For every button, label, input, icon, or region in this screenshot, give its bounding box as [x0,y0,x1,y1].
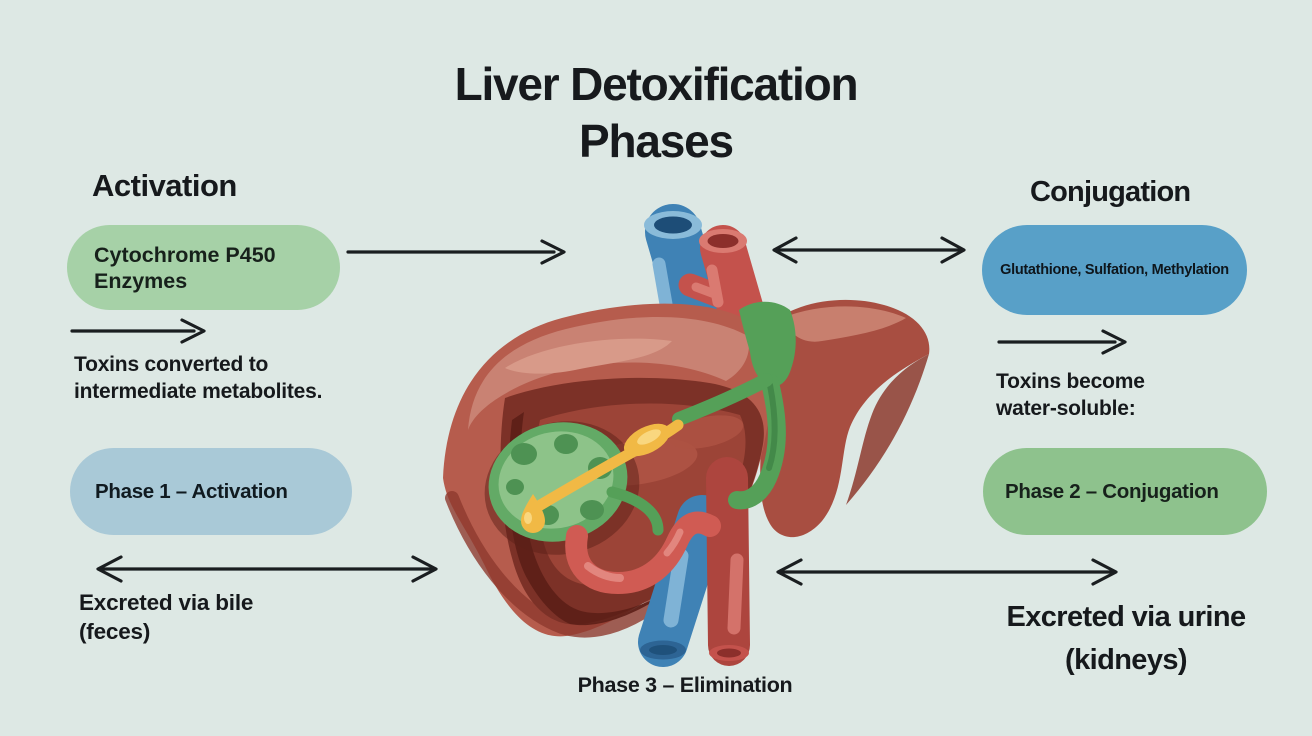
note-process-right-line2: water-soluble: [996,397,1136,420]
page-title-line1: Liver Detoxification [454,58,859,110]
arrow-double-top-right-icon [772,236,966,264]
artery-bottom-icon [706,457,750,666]
note-excretion-left: Excreted via bile (feces) [79,588,253,646]
note-excretion-right-line2: (kidneys) [1065,644,1188,676]
cystic-duct-icon [606,486,664,536]
note-process-right: Toxins become water-soluble: [996,368,1145,422]
note-excretion-right: Excreted via urine (kidneys) [960,596,1292,682]
phase1-pill: Phase 1 – Activation [70,448,352,535]
liver-illustration [443,204,930,667]
note-process-left: Toxins converted to intermediate metabol… [74,351,322,405]
note-excretion-right-line1: Excreted via urine [1006,601,1246,633]
phase3-label: Phase 3 – Elimination [577,673,793,697]
note-process-right-line1: Toxins become [996,370,1145,393]
note-process-left-line2: intermediate metabolites. [74,380,323,403]
arrow-double-bottom-left-icon [96,555,438,583]
enzyme-pill-left-line1: Cytochrome P450 [94,242,276,267]
arrow-small-left-icon [70,318,206,344]
bile-yellow-duct-icon [521,419,684,533]
page-title-line2: Phases [579,115,734,167]
arrow-top-left-icon [346,239,566,265]
note-process-left-line1: Toxins converted to [74,353,269,376]
note-excretion-left-line1: Excreted via bile [79,590,254,615]
enzyme-pill-left: Cytochrome P450 Enzymes [67,225,340,310]
enzyme-pill-left-line2: Enzymes [94,268,188,293]
page-title: Liver Detoxification Phases [0,56,1312,170]
heading-conjugation: Conjugation [1030,176,1191,208]
phase2-pill: Phase 2 – Conjugation [983,448,1267,535]
enzyme-pill-right-label: Glutathione, Sulfation, Methylation [1000,262,1229,278]
vein-bottom-icon [638,495,727,667]
enzyme-pill-right: Glutathione, Sulfation, Methylation [982,225,1247,315]
arrow-small-right-icon [997,329,1127,355]
phase2-pill-label: Phase 2 – Conjugation [1005,479,1219,503]
bile-duct-icon [672,301,796,510]
phase1-pill-label: Phase 1 – Activation [95,479,288,503]
liver-right-lobe [757,299,930,538]
arrow-double-bottom-right-icon [776,558,1118,586]
heading-activation: Activation [92,168,237,203]
portal-vessel-loop-icon [565,511,721,595]
note-excretion-left-line2: (feces) [79,619,151,644]
